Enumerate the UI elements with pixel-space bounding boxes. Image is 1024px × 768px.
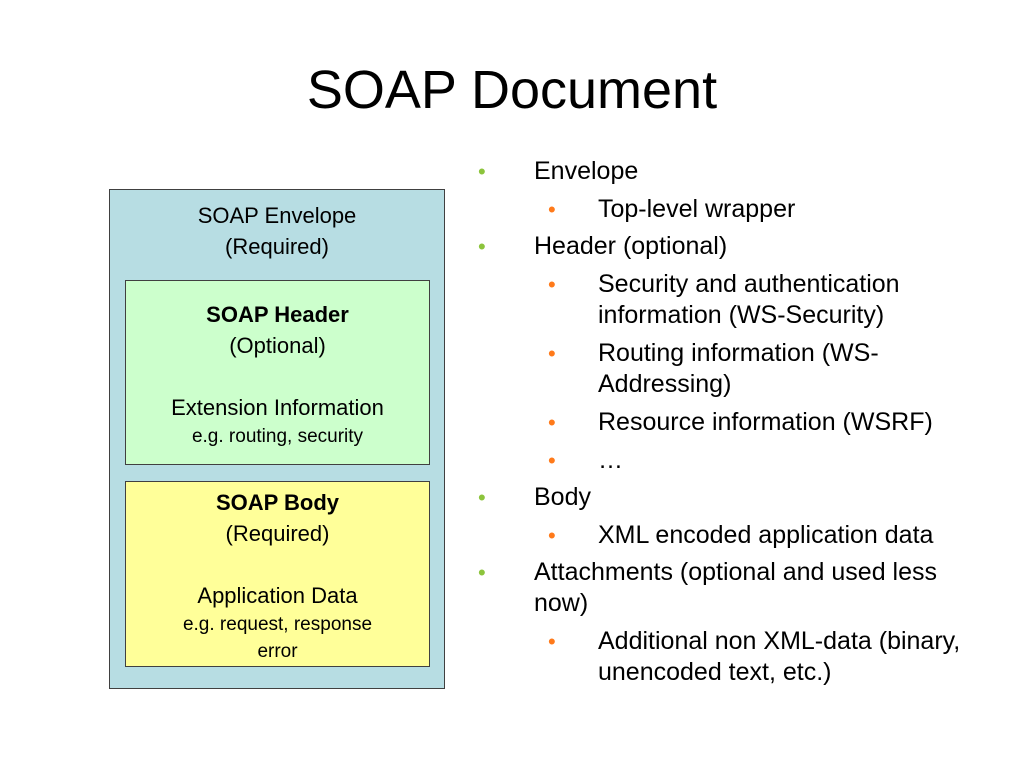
bullet-dot-icon: • — [478, 159, 486, 184]
soap-header-box: SOAP Header (Optional) Extension Informa… — [125, 280, 430, 465]
bullet-item: • Routing information (WS-Addressing) — [478, 338, 998, 400]
bullet-item: • Body — [478, 482, 998, 513]
bullet-item: • XML encoded application data — [478, 520, 998, 551]
bullet-text: XML encoded application data — [598, 521, 934, 549]
envelope-label-line1: SOAP Envelope — [197, 203, 357, 228]
bullet-item: • Additional non XML-data (binary, unenc… — [478, 626, 998, 688]
bullet-text: Routing information (WS-Addressing) — [598, 339, 879, 398]
body-example-line1: e.g. request, response — [182, 614, 373, 635]
body-title: SOAP Body — [215, 490, 340, 515]
bullet-text: Security and authentication information … — [598, 270, 900, 329]
bullet-dot-icon: • — [548, 197, 556, 222]
bullet-text: Top-level wrapper — [598, 195, 796, 223]
bullet-dot-icon: • — [548, 523, 556, 548]
bullet-text: Body — [534, 483, 591, 511]
header-description: Extension Information — [171, 395, 384, 420]
slide-title: SOAP Document — [306, 60, 718, 120]
bullet-text: Resource information (WSRF) — [598, 408, 933, 436]
bullet-text: Envelope — [534, 157, 639, 185]
bullet-dot-icon: • — [548, 272, 556, 297]
body-example-line2: error — [257, 641, 298, 662]
bullet-item: • Resource information (WSRF) — [478, 407, 998, 438]
bullet-text: Attachments (optional and used less now) — [534, 558, 938, 617]
bullet-item: • Top-level wrapper — [478, 194, 998, 225]
bullet-dot-icon: • — [478, 560, 486, 585]
bullet-text: … — [598, 446, 623, 474]
header-title: SOAP Header — [206, 302, 349, 327]
bullet-text: Header (optional) — [534, 232, 728, 260]
bullet-dot-icon: • — [478, 485, 486, 510]
envelope-label: SOAP Envelope (Required) — [110, 200, 444, 262]
body-subtitle: (Required) — [225, 521, 330, 546]
soap-body-box: SOAP Body (Required) Application Data e.… — [125, 481, 430, 667]
bullet-item: • Attachments (optional and used less no… — [478, 557, 998, 619]
bullet-dot-icon: • — [478, 234, 486, 259]
header-example: e.g. routing, security — [191, 426, 364, 447]
envelope-label-line2: (Required) — [225, 234, 329, 259]
bullet-item: • Envelope — [478, 156, 998, 187]
bullet-text: Additional non XML-data (binary, unencod… — [598, 627, 961, 686]
bullet-list: • Envelope • Top-level wrapper • Header … — [478, 156, 998, 688]
bullet-item: • Security and authentication informatio… — [478, 269, 998, 331]
soap-envelope-box: SOAP Envelope (Required) SOAP Header (Op… — [109, 189, 445, 689]
bullet-dot-icon: • — [548, 448, 556, 473]
bullet-dot-icon: • — [548, 341, 556, 366]
body-description: Application Data — [197, 583, 358, 608]
header-subtitle: (Optional) — [229, 333, 326, 358]
bullet-dot-icon: • — [548, 410, 556, 435]
bullet-dot-icon: • — [548, 629, 556, 654]
bullet-item: • … — [478, 445, 998, 476]
bullet-item: • Header (optional) — [478, 231, 998, 262]
